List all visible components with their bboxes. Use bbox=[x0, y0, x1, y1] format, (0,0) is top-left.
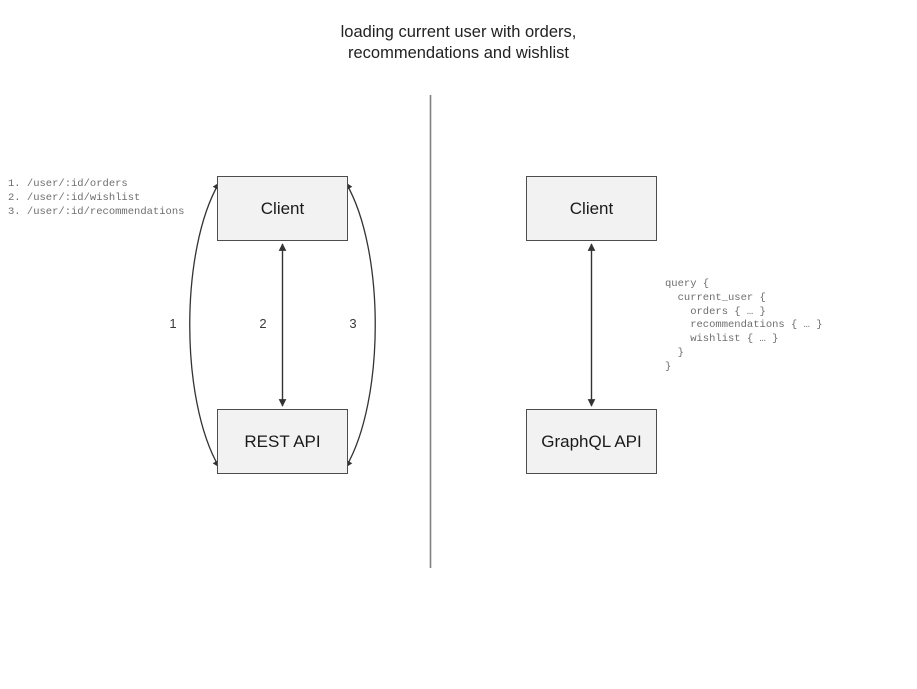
edge-label-2: 2 bbox=[259, 316, 267, 331]
rest-endpoint-list: 1. /user/:id/orders 2. /user/:id/wishlis… bbox=[8, 178, 185, 218]
node-graphql-api[interactable]: GraphQL API bbox=[526, 409, 657, 474]
graphql-query-snippet: query { current_user { orders { … } reco… bbox=[665, 278, 823, 373]
node-rest-client-label: Client bbox=[260, 198, 305, 218]
edge-1-path bbox=[189, 182, 220, 468]
node-rest-client[interactable]: Client bbox=[217, 176, 348, 241]
edge-label-3: 3 bbox=[349, 316, 357, 331]
node-rest-api[interactable]: REST API bbox=[217, 409, 348, 474]
node-graphql-api-label: GraphQL API bbox=[541, 431, 642, 451]
edge-3-path bbox=[345, 182, 376, 468]
node-rest-api-label: REST API bbox=[244, 431, 321, 451]
node-graphql-client-label: Client bbox=[569, 198, 614, 218]
node-graphql-client[interactable]: Client bbox=[526, 176, 657, 241]
page-title: loading current user with orders, recomm… bbox=[340, 23, 577, 62]
edge-label-1: 1 bbox=[169, 316, 177, 331]
